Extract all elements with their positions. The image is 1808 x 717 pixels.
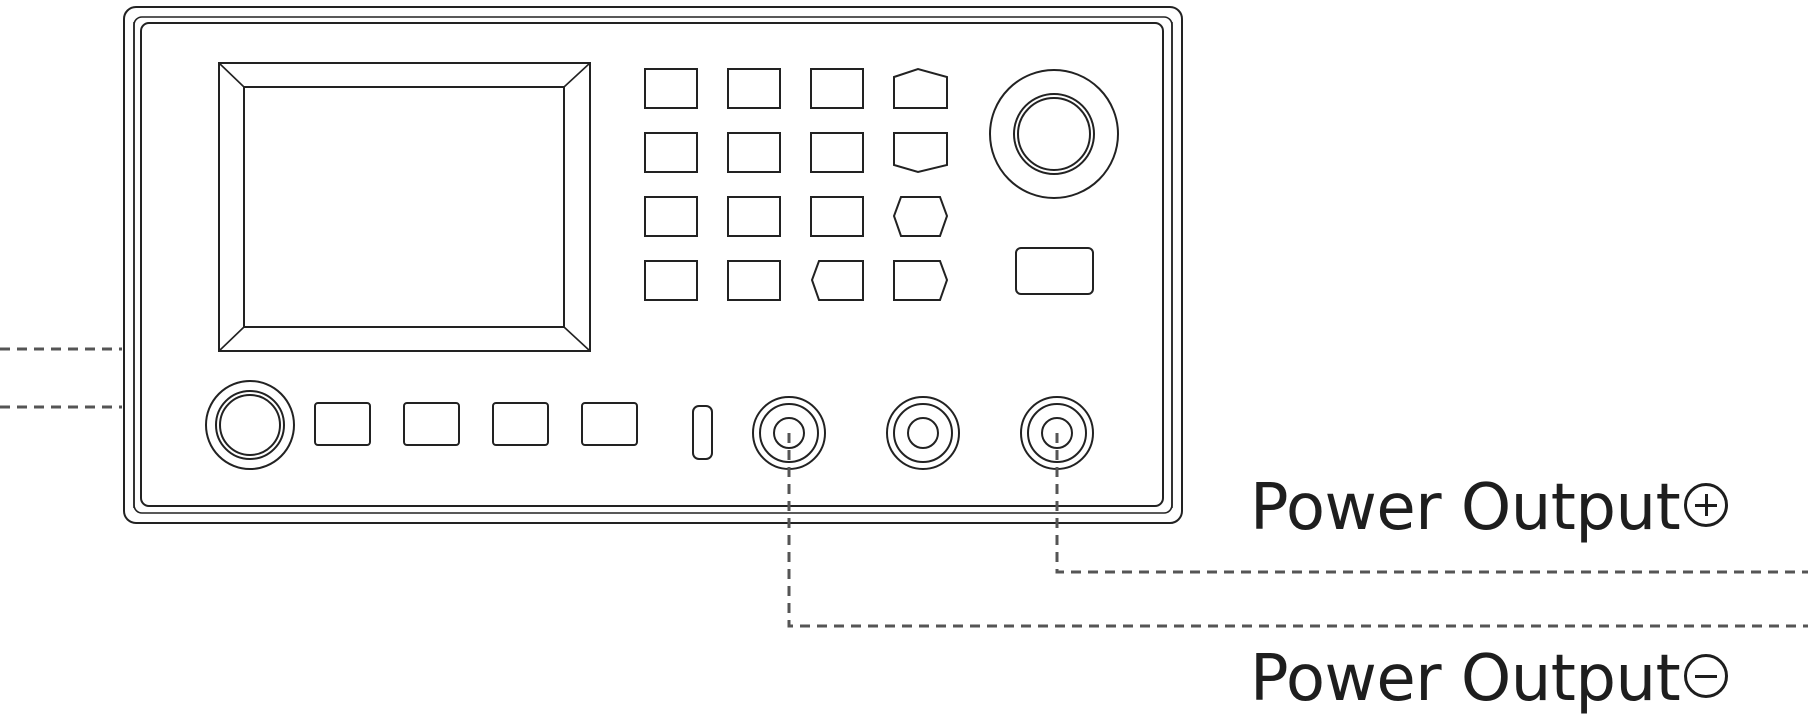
power-output-negative-label: Power Output bbox=[1250, 647, 1729, 711]
keypad-key[interactable] bbox=[727, 132, 781, 173]
keypad-key[interactable] bbox=[810, 68, 864, 109]
power-output-positive-label: Power Output bbox=[1250, 476, 1729, 540]
terminal-ground[interactable] bbox=[886, 396, 960, 470]
keypad-key[interactable] bbox=[644, 132, 698, 173]
plus-circle-icon bbox=[1684, 483, 1729, 528]
keypad-key-shaped[interactable] bbox=[893, 260, 949, 301]
power-switch[interactable] bbox=[205, 380, 295, 470]
keypad-key-shaped[interactable] bbox=[893, 67, 948, 109]
leader-lines bbox=[0, 347, 1808, 628]
rotary-knob[interactable] bbox=[989, 69, 1119, 199]
usb-port bbox=[692, 405, 713, 460]
output-button[interactable] bbox=[1015, 247, 1094, 295]
function-buttons bbox=[314, 402, 638, 446]
keypad-key[interactable] bbox=[727, 196, 781, 237]
keypad-key[interactable] bbox=[644, 260, 698, 301]
keypad-key-shaped[interactable] bbox=[893, 132, 948, 174]
keypad-key[interactable] bbox=[810, 132, 864, 173]
keypad-key[interactable] bbox=[644, 196, 698, 237]
keypad-key[interactable] bbox=[810, 196, 864, 237]
keypad-key[interactable] bbox=[727, 260, 781, 301]
keypad-key-shaped[interactable] bbox=[892, 196, 949, 237]
keypad bbox=[644, 67, 949, 301]
function-button[interactable] bbox=[581, 402, 638, 446]
display-screen bbox=[218, 62, 591, 352]
function-button[interactable] bbox=[314, 402, 371, 446]
keypad-key-shaped[interactable] bbox=[810, 260, 864, 301]
keypad-key[interactable] bbox=[644, 68, 698, 109]
minus-circle-icon bbox=[1684, 654, 1729, 699]
keypad-key[interactable] bbox=[727, 68, 781, 109]
function-button[interactable] bbox=[403, 402, 460, 446]
power-output-negative-text: Power Output bbox=[1250, 642, 1681, 716]
device-housing bbox=[123, 6, 1183, 524]
power-output-positive-text: Power Output bbox=[1250, 471, 1681, 545]
function-button[interactable] bbox=[492, 402, 549, 446]
